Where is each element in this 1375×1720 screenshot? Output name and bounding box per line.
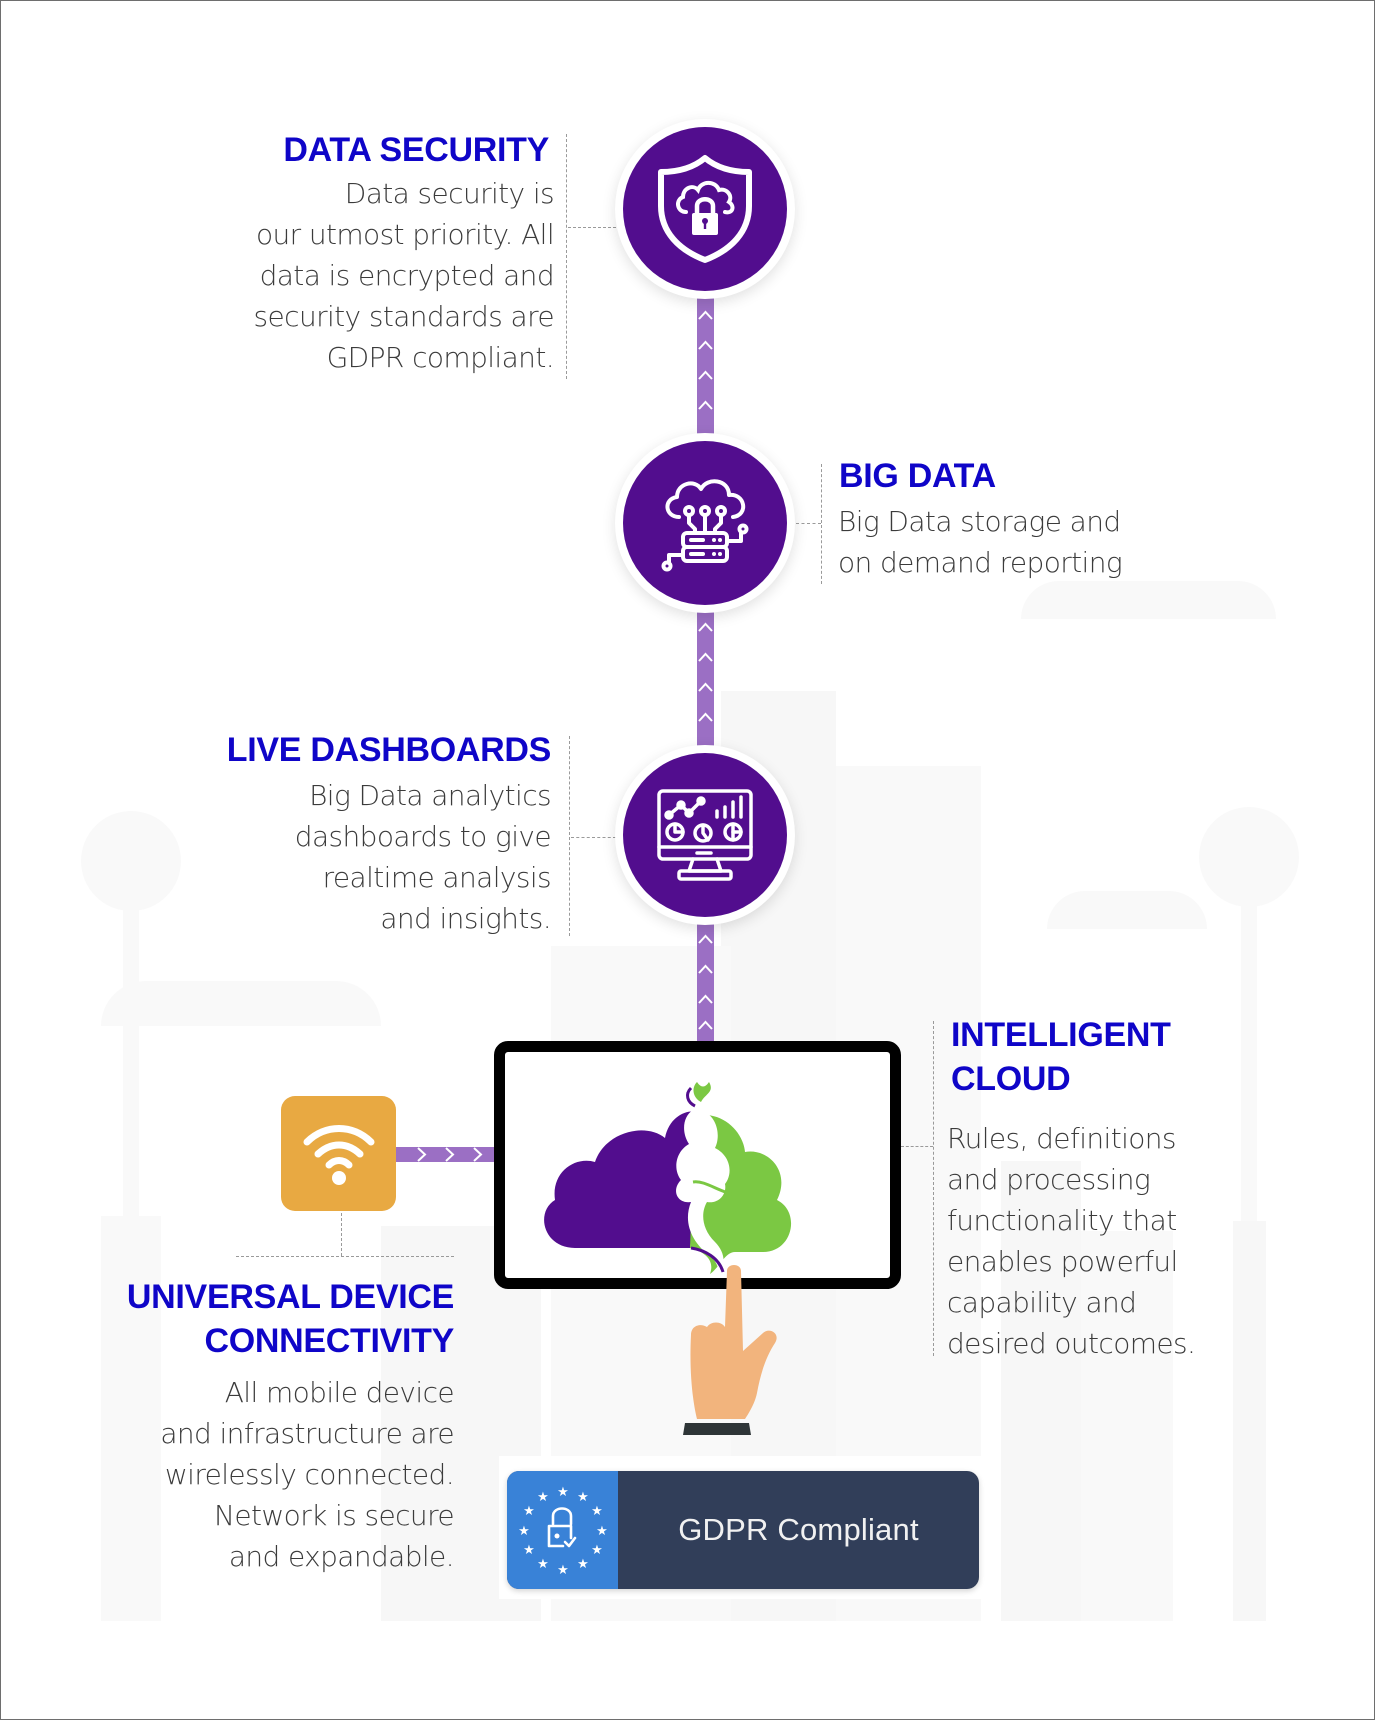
big-data-leader-line — [796, 523, 821, 524]
big-data-guide-line — [821, 464, 822, 584]
live-dashboards-leader-line — [571, 837, 616, 838]
connectivity-leader-line — [341, 1213, 342, 1256]
connectivity-description: All mobile device and infrastructure are… — [160, 1376, 454, 1573]
gdpr-badge-container: ★ ★ ★ ★ ★ ★ ★ ★ ★ ★ ★ ★ — [499, 1456, 991, 1599]
svg-text:★: ★ — [591, 1543, 603, 1558]
data-security-title: DATA SECURITY — [283, 131, 549, 169]
live-dashboards-node — [615, 745, 795, 925]
live-dashboards-guide-line — [569, 736, 570, 936]
connector-dashboards-cloud — [697, 921, 714, 1043]
big-data-description: Big Data storage and on demand reporting — [838, 505, 1123, 579]
gdpr-badge: ★ ★ ★ ★ ★ ★ ★ ★ ★ ★ ★ ★ — [507, 1471, 979, 1589]
shield-cloud-lock-icon — [658, 155, 752, 263]
tablet-screen — [494, 1041, 901, 1289]
data-security-leader-line — [568, 227, 616, 228]
intelligent-cloud-leader-line — [901, 1146, 933, 1147]
gdpr-badge-emblem: ★ ★ ★ ★ ★ ★ ★ ★ ★ ★ ★ ★ — [507, 1471, 618, 1589]
live-dashboards-description: Big Data analytics dashboards to give re… — [294, 779, 552, 935]
connectivity-title: UNIVERSAL DEVICE CONNECTIVITY — [126, 1278, 454, 1360]
connectivity-guide-line — [236, 1256, 454, 1257]
data-security-guide-line — [566, 134, 567, 379]
pointing-hand-icon — [683, 1265, 777, 1435]
big-data-title: BIG DATA — [839, 457, 996, 495]
svg-text:★: ★ — [577, 1490, 589, 1505]
connector-security-bigdata — [697, 297, 714, 442]
gdpr-badge-label: GDPR Compliant — [678, 1512, 919, 1547]
svg-text:★: ★ — [537, 1557, 549, 1572]
svg-text:★: ★ — [537, 1490, 549, 1505]
svg-text:★: ★ — [518, 1524, 530, 1539]
wifi-icon — [303, 1124, 374, 1185]
data-security-node — [615, 119, 795, 299]
data-security-description: Data security is our utmost priority. Al… — [253, 177, 555, 374]
eu-stars-lock-icon: ★ ★ ★ ★ ★ ★ ★ ★ ★ ★ ★ ★ — [518, 1485, 608, 1578]
svg-text:★: ★ — [523, 1504, 535, 1519]
intelligent-cloud-guide-line — [933, 1021, 934, 1356]
live-dashboards-title: LIVE DASHBOARDS — [226, 731, 552, 769]
big-data-node — [615, 433, 795, 613]
svg-text:★: ★ — [577, 1557, 589, 1572]
wifi-node — [281, 1096, 396, 1211]
connector-bigdata-dashboards — [697, 609, 714, 749]
svg-text:★: ★ — [591, 1504, 603, 1519]
intelligent-cloud-title: INTELLIGENT CLOUD — [951, 1016, 1171, 1098]
connector-wifi-cloud — [396, 1147, 496, 1162]
svg-text:★: ★ — [557, 1485, 569, 1500]
intelligent-cloud-description: Rules, definitions and processing functi… — [947, 1122, 1196, 1360]
svg-text:★: ★ — [557, 1563, 569, 1578]
cloud-server-icon — [661, 479, 749, 572]
svg-text:★: ★ — [523, 1543, 535, 1558]
monitor-analytics-icon — [657, 789, 753, 881]
svg-text:★: ★ — [596, 1524, 608, 1539]
genie-cloud-logo — [544, 1082, 792, 1276]
